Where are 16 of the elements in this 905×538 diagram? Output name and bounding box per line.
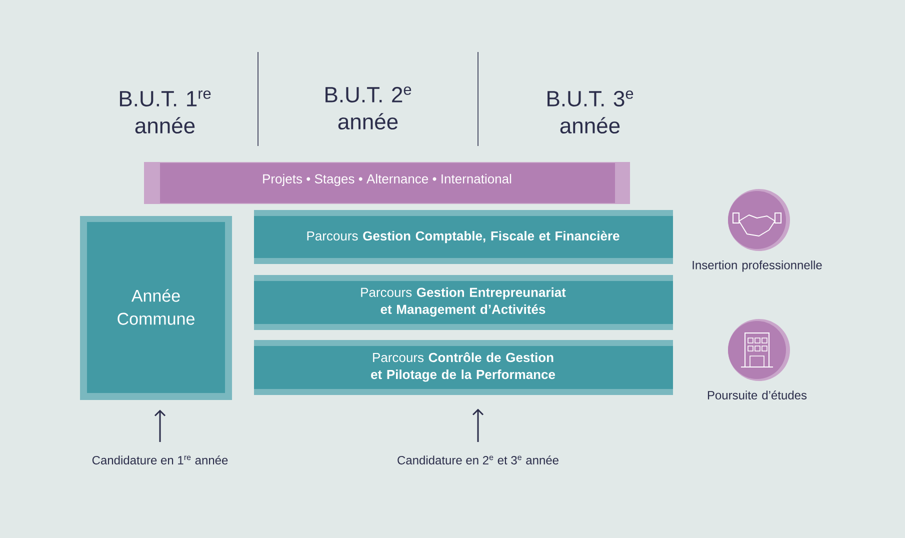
arrow xyxy=(472,408,484,442)
activity-band: Projets • Stages • Alternance • International xyxy=(144,162,630,204)
icon-circle xyxy=(728,189,790,251)
year-heading: B.U.T. 3$^{e}$ année xyxy=(548,90,634,134)
year-heading: B.U.T. 1$^{re}$ année xyxy=(120,90,211,134)
track-box: Parcours Gestion Comptable, Fiscale et Financière xyxy=(254,210,673,264)
outcome-label: Insertion professionnelle xyxy=(692,260,822,272)
application-note: Candidature en 1$^{re}$ année xyxy=(92,456,228,464)
track-box: Parcours Gestion Entrepreunariat et Management d’Activités xyxy=(254,275,673,330)
year-heading: B.U.T. 2$^{e}$ année xyxy=(326,86,412,130)
application-note: Candidature en 2$^{e}$ et 3$^{e}$ année xyxy=(398,456,558,464)
common-year-box: Année Commune xyxy=(80,216,232,400)
arrow xyxy=(154,410,166,442)
outcome-label: Poursuite d’études xyxy=(708,390,807,400)
track-box: Parcours Contrôle de Gestion et Pilotage de la Performance xyxy=(254,340,673,395)
icon-circle xyxy=(728,319,790,381)
